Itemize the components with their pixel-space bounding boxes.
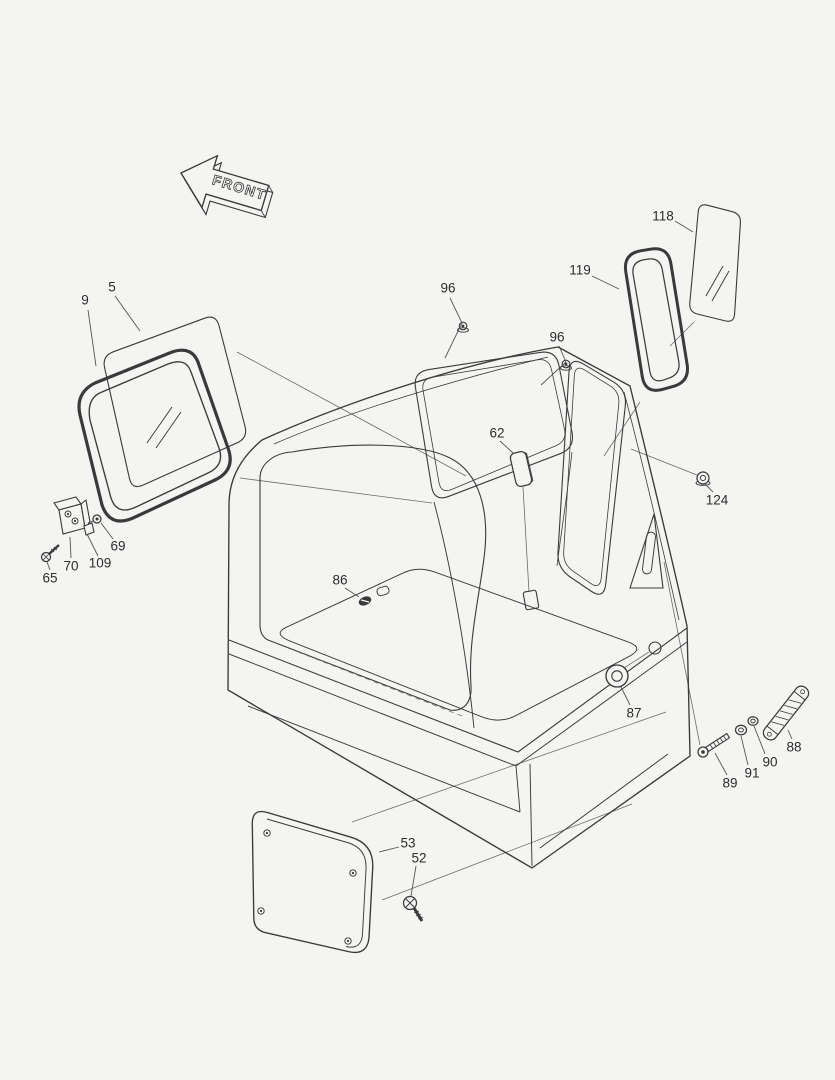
nut-124 — [695, 471, 711, 486]
front-window-seal — [77, 348, 232, 523]
part-label-91: 91 — [744, 766, 759, 781]
leader-line — [591, 275, 620, 290]
part-label-87: 87 — [626, 706, 641, 721]
screw-52 — [402, 895, 424, 922]
front-window-glass — [103, 316, 247, 488]
part-label-96: 96 — [440, 281, 455, 296]
leader-line — [86, 533, 99, 557]
clip-nut-96-left — [457, 321, 469, 333]
glass-reflection — [146, 406, 182, 449]
leader-line — [46, 561, 51, 571]
handle-88 — [762, 685, 810, 741]
leader-line — [674, 220, 694, 233]
side-window-glass — [689, 204, 741, 322]
part-label-124: 124 — [706, 493, 729, 508]
washer-90 — [747, 716, 759, 726]
grommet-87 — [605, 651, 650, 688]
part-label-9: 9 — [81, 293, 89, 308]
grommet-86 — [358, 596, 372, 606]
latch-screw-65 — [40, 544, 60, 563]
pad-62 — [509, 451, 534, 487]
latch-assembly — [40, 496, 102, 563]
part-label-90: 90 — [762, 755, 777, 770]
part-label-89: 89 — [722, 776, 737, 791]
glass-reflection — [705, 265, 730, 302]
leader-line — [87, 309, 97, 367]
leader-line — [344, 587, 360, 598]
part-label-52: 52 — [411, 851, 426, 866]
part-label-53: 53 — [400, 836, 415, 851]
leader-line — [410, 865, 417, 897]
leader-line — [787, 729, 793, 740]
part-label-118: 118 — [652, 209, 674, 224]
front-direction-arrow: FRONT — [180, 154, 274, 219]
leader-line — [100, 522, 114, 540]
leader-line — [540, 345, 567, 386]
leader-line — [753, 725, 766, 755]
latch-spacer — [83, 522, 95, 536]
leader-line — [740, 735, 749, 766]
latch-bolt-69 — [87, 514, 102, 524]
leader-line — [114, 295, 141, 332]
part-label-65: 65 — [42, 571, 57, 586]
leader-line — [69, 536, 72, 559]
part-label-96: 96 — [549, 330, 564, 345]
part-label-119: 119 — [569, 263, 591, 278]
cab-wireframe — [227, 346, 691, 869]
part-label-86: 86 — [332, 573, 347, 588]
leader-line — [444, 297, 463, 359]
part-label-5: 5 — [108, 280, 116, 295]
leader-line — [499, 440, 514, 454]
part-label-109: 109 — [89, 556, 112, 571]
projection-lines — [236, 321, 701, 901]
part-label-88: 88 — [786, 740, 801, 755]
part-label-69: 69 — [110, 539, 125, 554]
grommet-hole — [648, 641, 662, 655]
side-window-seal — [623, 247, 690, 392]
leader-line — [378, 846, 400, 853]
bolt-89 — [697, 732, 731, 758]
cover-panel-53 — [251, 810, 374, 953]
panel-bolts — [257, 829, 357, 945]
leader-line — [620, 686, 631, 706]
washer-91 — [734, 724, 748, 736]
bracket-slot — [642, 531, 656, 575]
leader-line — [714, 752, 728, 776]
part-label-62: 62 — [489, 426, 504, 441]
clip-nut-96-right — [560, 359, 572, 371]
part-label-70: 70 — [63, 559, 78, 574]
leader-line — [704, 483, 714, 493]
